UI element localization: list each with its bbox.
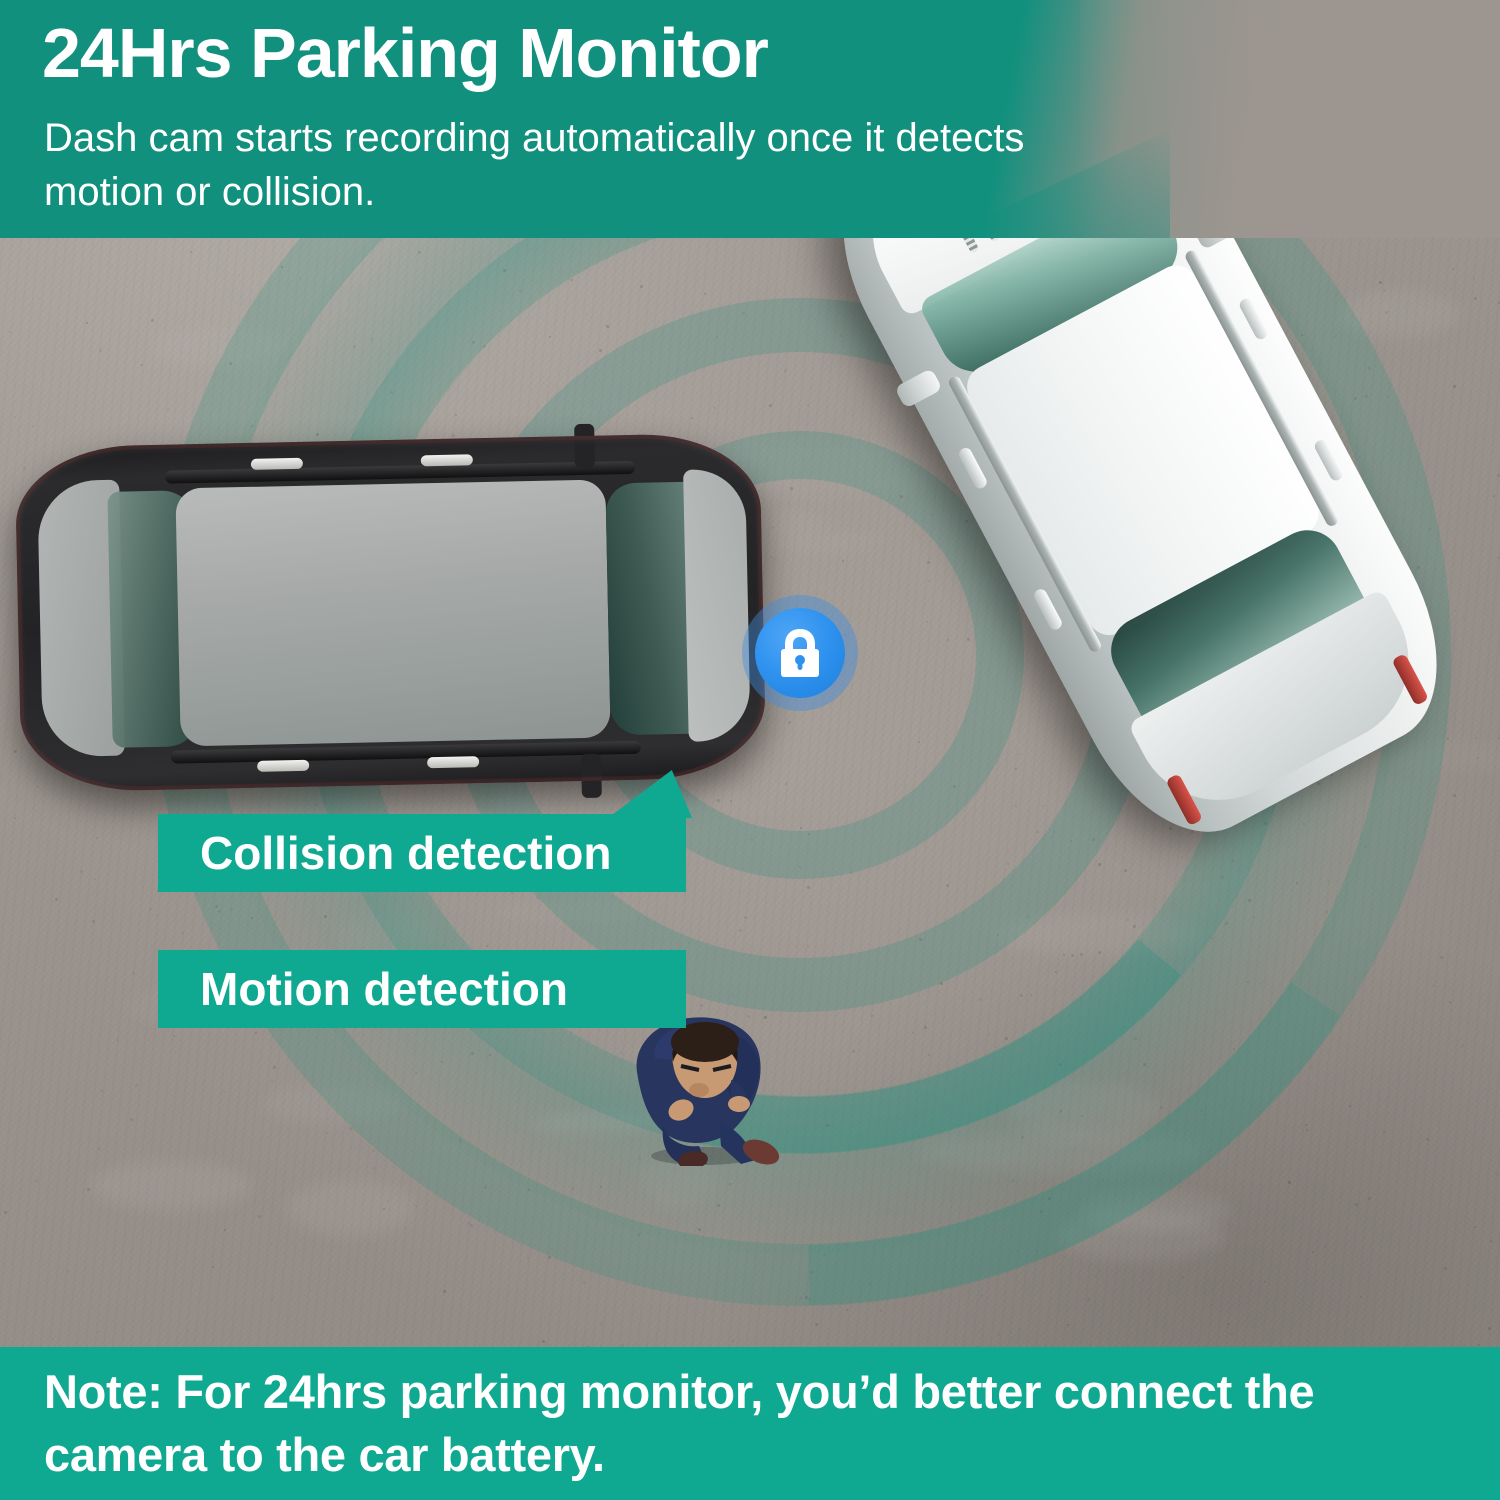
pedestrian-figure [636,1017,780,1166]
note-text: Note: For 24hrs parking monitor, you’d b… [44,1365,1315,1481]
dark-car-outline [14,432,766,793]
header-banner: 24Hrs Parking Monitor Dash cam starts re… [0,0,1500,238]
badge-motion-detection: Motion detection [158,950,686,1028]
lock-icon [781,629,819,677]
badge-motion-label: Motion detection [200,963,568,1015]
page-title: 24Hrs Parking Monitor [42,14,769,92]
dark-car [14,423,767,799]
badge-collision-label: Collision detection [200,827,612,879]
note-bar: Note: For 24hrs parking monitor, you’d b… [0,1347,1500,1500]
parking-lock-badge [742,595,858,711]
page-subtitle: Dash cam starts recording automatically … [44,116,1025,214]
badge-collision-detection: Collision detection [158,814,686,892]
lock-badge-core [755,608,845,698]
